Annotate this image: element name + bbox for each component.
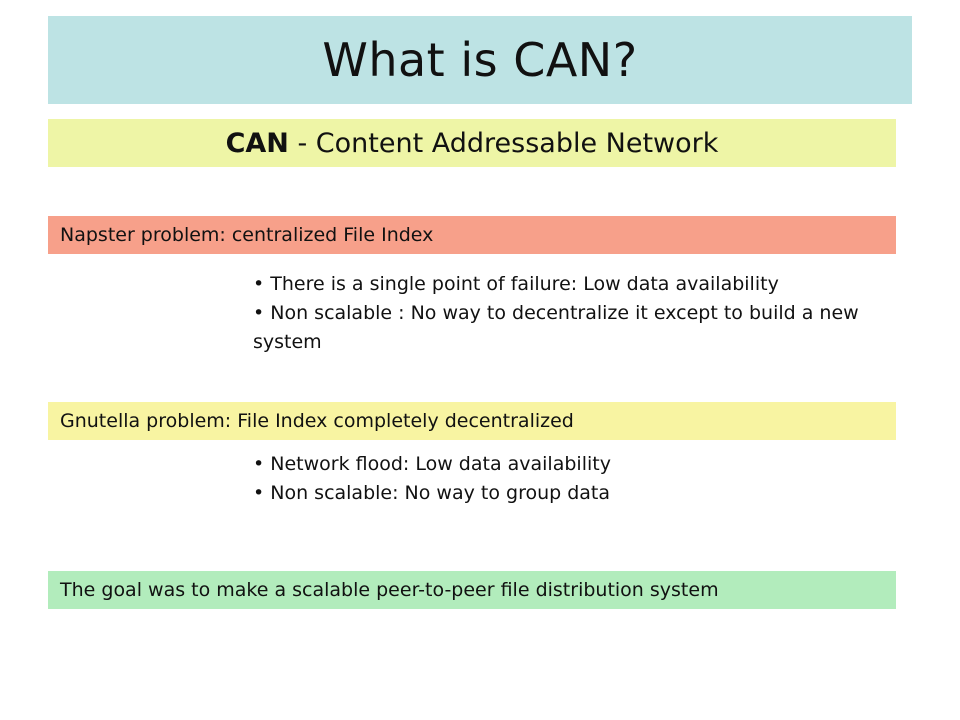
subtitle-acronym: CAN (225, 127, 289, 159)
napster-bullet-list: • There is a single point of failure: Lo… (253, 270, 893, 357)
napster-bullet-1: • There is a single point of failure: Lo… (253, 273, 779, 295)
napster-problem-heading: Napster problem: centralized File Index (48, 216, 896, 254)
napster-bullet-2: • Non scalable : No way to decentralize … (253, 302, 859, 353)
gnutella-bullet-1: • Network flood: Low data availability (253, 453, 611, 475)
slide-subtitle: CAN - Content Addressable Network (226, 128, 719, 159)
slide-subtitle-bar: CAN - Content Addressable Network (48, 119, 896, 167)
slide-title: What is CAN? (322, 33, 638, 87)
gnutella-bullet-list: • Network flood: Low data availability •… (253, 450, 893, 508)
slide-title-bar: What is CAN? (48, 16, 912, 104)
gnutella-problem-heading: Gnutella problem: File Index completely … (48, 402, 896, 440)
subtitle-expansion: - Content Addressable Network (288, 127, 719, 159)
gnutella-bullet-2: • Non scalable: No way to group data (253, 482, 611, 504)
goal-statement: The goal was to make a scalable peer-to-… (48, 571, 896, 609)
